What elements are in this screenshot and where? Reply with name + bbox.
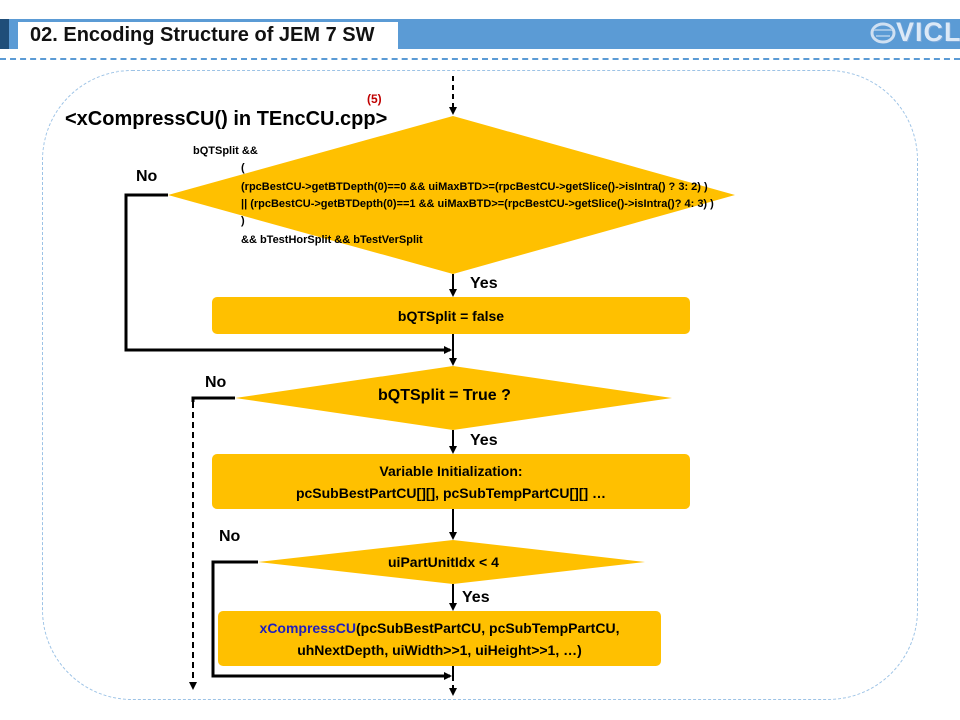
decision3-yes-label: Yes bbox=[462, 589, 490, 606]
header-accent bbox=[0, 19, 9, 49]
decision1-line-4: ) bbox=[241, 215, 245, 227]
decision2-yes-label: Yes bbox=[470, 432, 498, 449]
box2-line2: pcSubBestPartCU[][], pcSubTempPartCU[][]… bbox=[295, 484, 607, 501]
function-title: <xCompressCU() in TEncCU.cpp> bbox=[65, 108, 388, 130]
box1-text: bQTSplit = false bbox=[397, 307, 505, 324]
box2-line1: Variable Initialization: bbox=[379, 462, 523, 479]
decision1-line-1: ( bbox=[241, 162, 245, 174]
decision1-diamond bbox=[168, 116, 735, 274]
decision2-no-label: No bbox=[205, 374, 227, 391]
decision3-no-label: No bbox=[219, 528, 241, 545]
decision1-no-label: No bbox=[136, 168, 158, 185]
decision3-no-path bbox=[211, 560, 452, 680]
box3-line2: uhNextDepth, uiWidth>>1, uiHeight>>1, …) bbox=[297, 641, 582, 658]
box-xcompresscu-call: xCompressCU(pcSubBestPartCU, pcSubTempPa… bbox=[218, 611, 661, 666]
step-marker: (5) bbox=[367, 92, 382, 106]
logo-emblem-icon bbox=[870, 22, 896, 44]
decision1-line-2: (rpcBestCU->getBTDepth(0)==0 && uiMaxBTD… bbox=[241, 181, 708, 193]
decision2-no-path bbox=[191, 396, 235, 402]
decision3-diamond bbox=[258, 540, 645, 584]
decision1-no-path bbox=[124, 193, 452, 354]
box3-func-name: xCompressCU bbox=[259, 619, 357, 636]
box-variable-init: Variable Initialization: pcSubBestPartCU… bbox=[212, 454, 690, 509]
header-divider bbox=[0, 58, 960, 60]
decision1-line-0: bQTSplit && bbox=[193, 145, 258, 157]
decision1-yes-label: Yes bbox=[470, 275, 498, 292]
decision1-line-5: && bTestHorSplit && bTestVerSplit bbox=[241, 234, 423, 246]
vicl-logo: VICL bbox=[896, 17, 960, 47]
decision3-text: uiPartUnitIdx < 4 bbox=[388, 554, 499, 570]
slide-title: 02. Encoding Structure of JEM 7 SW bbox=[18, 22, 398, 49]
decision1-line-3: || (rpcBestCU->getBTDepth(0)==1 && uiMax… bbox=[241, 198, 714, 210]
decision2-diamond bbox=[235, 366, 672, 430]
diagram-frame bbox=[42, 70, 918, 700]
decision2-text: bQTSplit = True ? bbox=[378, 387, 511, 404]
box-bqtsplit-false: bQTSplit = false bbox=[212, 297, 690, 334]
box3-line1: xCompressCU(pcSubBestPartCU, pcSubTempPa… bbox=[260, 617, 620, 639]
box3-line1-rest: (pcSubBestPartCU, pcSubTempPartCU, bbox=[356, 619, 620, 636]
